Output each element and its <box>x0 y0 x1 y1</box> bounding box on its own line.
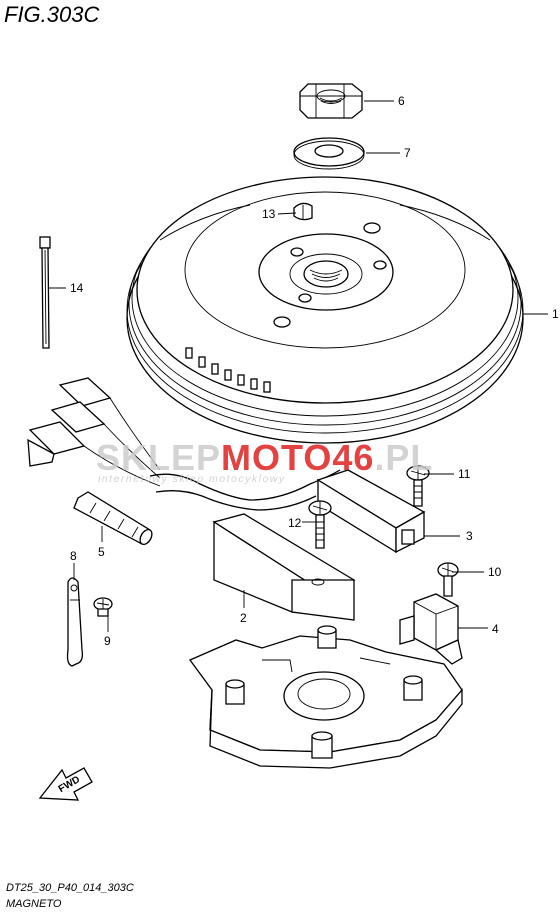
svg-text:SKLEPMOTO46.PL: SKLEPMOTO46.PL <box>96 437 433 478</box>
part-3-pulser-coil <box>316 469 426 554</box>
callout-11: 11 <box>458 467 471 481</box>
callout-14: 14 <box>70 281 84 295</box>
figure-code: DT25_30_P40_014_303C <box>6 882 134 894</box>
callout-8: 8 <box>70 549 77 563</box>
part-5-grommet <box>73 491 153 546</box>
stator-base-plate <box>188 625 463 769</box>
callout-2: 2 <box>240 611 247 625</box>
watermark-tagline: internetowy sklep motocyklowy <box>98 473 286 485</box>
callout-12: 12 <box>288 516 302 530</box>
callout-6: 6 <box>398 94 405 108</box>
watermark-brand-mid: MOTO <box>221 437 332 478</box>
callout-10: 10 <box>488 565 502 579</box>
callout-4: 4 <box>492 622 499 636</box>
part-9-screw <box>93 597 113 617</box>
part-10-screw <box>437 562 459 597</box>
watermark-logo: SKLEPMOTO46.PL internetowy sklep motocyk… <box>96 437 433 485</box>
callout-3: 3 <box>466 529 473 543</box>
part-7-washer <box>293 137 365 170</box>
watermark-brand-tld: .PL <box>374 437 433 478</box>
part-2-charge-coil <box>212 513 356 621</box>
part-6-nut <box>299 83 363 119</box>
callout-numbers: 1 2 3 4 5 6 7 8 9 10 11 12 13 14 <box>70 94 559 648</box>
callout-1: 1 <box>552 307 559 321</box>
callout-5: 5 <box>98 545 105 559</box>
part-11-screw <box>406 465 430 507</box>
figure-name: MAGNETO <box>6 898 62 910</box>
fwd-direction-arrow: FWD <box>38 767 93 801</box>
watermark-brand-num: 46 <box>332 437 374 478</box>
part-8-ground-plate <box>66 577 84 667</box>
leader-lines <box>49 100 548 632</box>
flywheel-magnet-slots <box>185 347 271 393</box>
part-1-flywheel <box>126 176 524 444</box>
callout-9: 9 <box>104 634 111 648</box>
part-4-sensor <box>399 593 463 665</box>
part-14-cable-tie <box>39 236 51 349</box>
callout-7: 7 <box>404 146 411 160</box>
figure-title: FIG.303C <box>4 2 100 27</box>
wire-connectors <box>27 377 161 487</box>
part-13-woodruff-key <box>293 202 313 221</box>
watermark-brand-left: SKLEP <box>96 437 221 478</box>
callout-13: 13 <box>262 207 276 221</box>
part-12-screw <box>308 500 332 549</box>
